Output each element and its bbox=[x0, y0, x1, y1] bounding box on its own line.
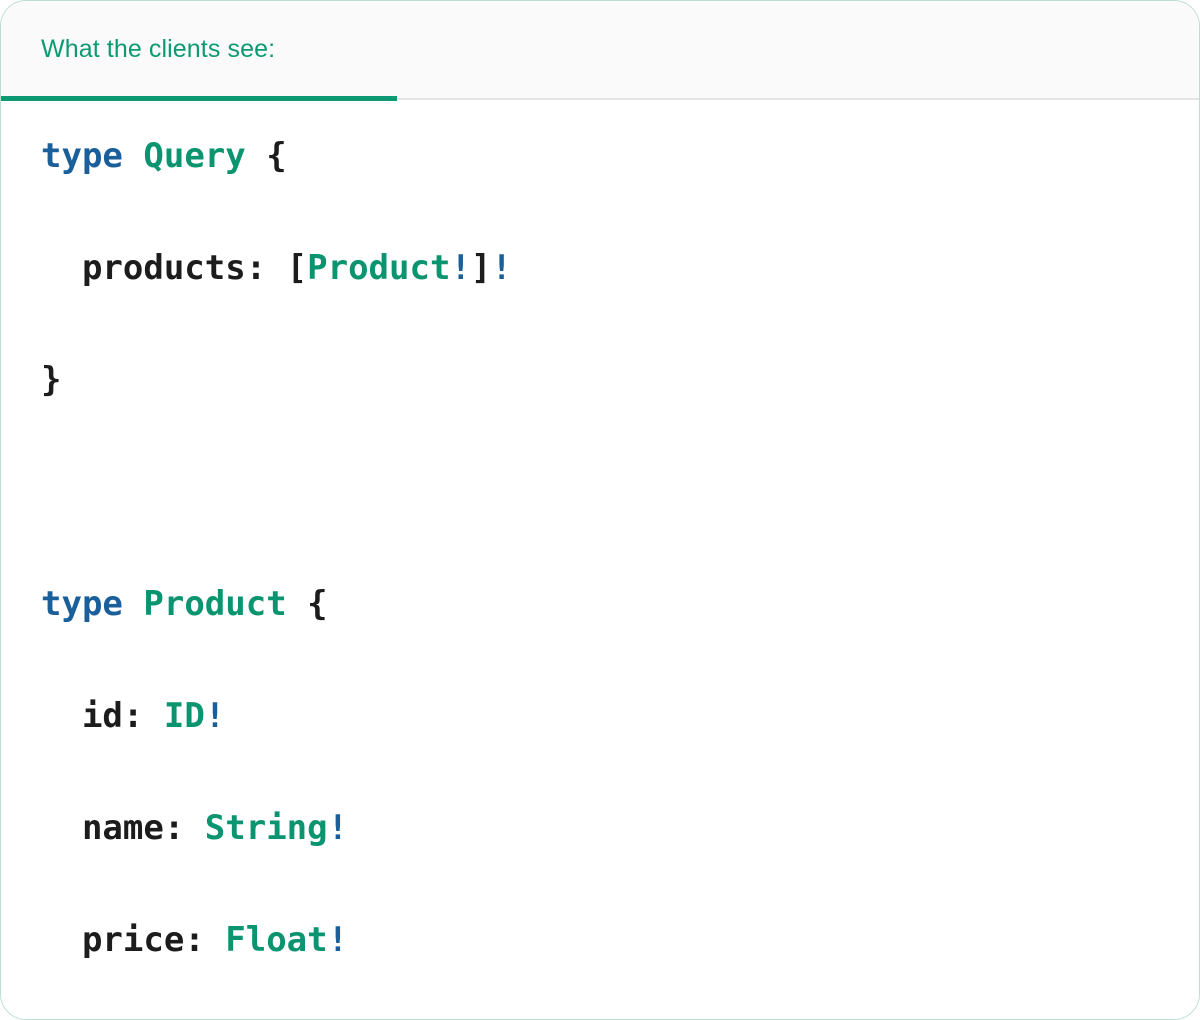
code-line bbox=[41, 464, 1159, 520]
code-token-punct: { bbox=[266, 136, 287, 176]
panel-header-tabstrip: What the clients see: bbox=[1, 1, 1199, 101]
code-body: type Query { products: [Product!]! } typ… bbox=[1, 100, 1199, 1019]
code-line: } bbox=[41, 352, 1159, 408]
code-line: products: [Product!]! bbox=[41, 240, 1159, 296]
code-line: id: ID! bbox=[41, 688, 1159, 744]
code-token-bang: ! bbox=[204, 696, 226, 736]
code-token-punct: : bbox=[163, 808, 205, 848]
code-token-bang: ! bbox=[327, 808, 349, 848]
code-token-type: String bbox=[204, 808, 328, 848]
code-line: type Product { bbox=[41, 576, 1159, 632]
code-token-type: Product bbox=[143, 584, 287, 624]
code-token-punct: : bbox=[122, 696, 164, 736]
code-token-field: id bbox=[41, 696, 123, 736]
code-token-type: Float bbox=[225, 920, 328, 960]
code-token-field: products bbox=[41, 248, 246, 288]
code-token-punct bbox=[123, 136, 143, 176]
code-line: name: String! bbox=[41, 800, 1159, 856]
code-token-punct: } bbox=[41, 360, 62, 400]
code-token-punct: : bbox=[245, 248, 287, 288]
code-token-punct: ] bbox=[470, 248, 492, 288]
code-token-field: name bbox=[41, 808, 164, 848]
tab-label: What the clients see: bbox=[41, 35, 276, 63]
code-token-punct: [ bbox=[286, 248, 308, 288]
code-token-type: Product bbox=[307, 248, 451, 288]
tab-what-the-clients-see[interactable]: What the clients see: bbox=[1, 1, 397, 101]
code-token-field: price bbox=[41, 920, 185, 960]
code-token-type: ID bbox=[163, 696, 205, 736]
code-token-bang: ! bbox=[327, 920, 349, 960]
code-token-punct bbox=[246, 136, 266, 176]
code-token-punct bbox=[287, 584, 307, 624]
code-token-bang: ! bbox=[491, 248, 512, 288]
code-line: type Query { bbox=[41, 128, 1159, 184]
code-token-kw: type bbox=[41, 136, 123, 176]
code-token-bang: ! bbox=[450, 248, 471, 288]
code-token-type: Query bbox=[143, 136, 246, 176]
code-token-punct bbox=[123, 584, 143, 624]
code-line: price: Float! bbox=[41, 912, 1159, 968]
graphql-schema-code[interactable]: type Query { products: [Product!]! } typ… bbox=[41, 128, 1159, 1019]
code-token-kw: type bbox=[41, 584, 123, 624]
code-token-punct: { bbox=[307, 584, 328, 624]
tab-active-underline bbox=[1, 96, 397, 101]
code-token-punct: : bbox=[184, 920, 226, 960]
